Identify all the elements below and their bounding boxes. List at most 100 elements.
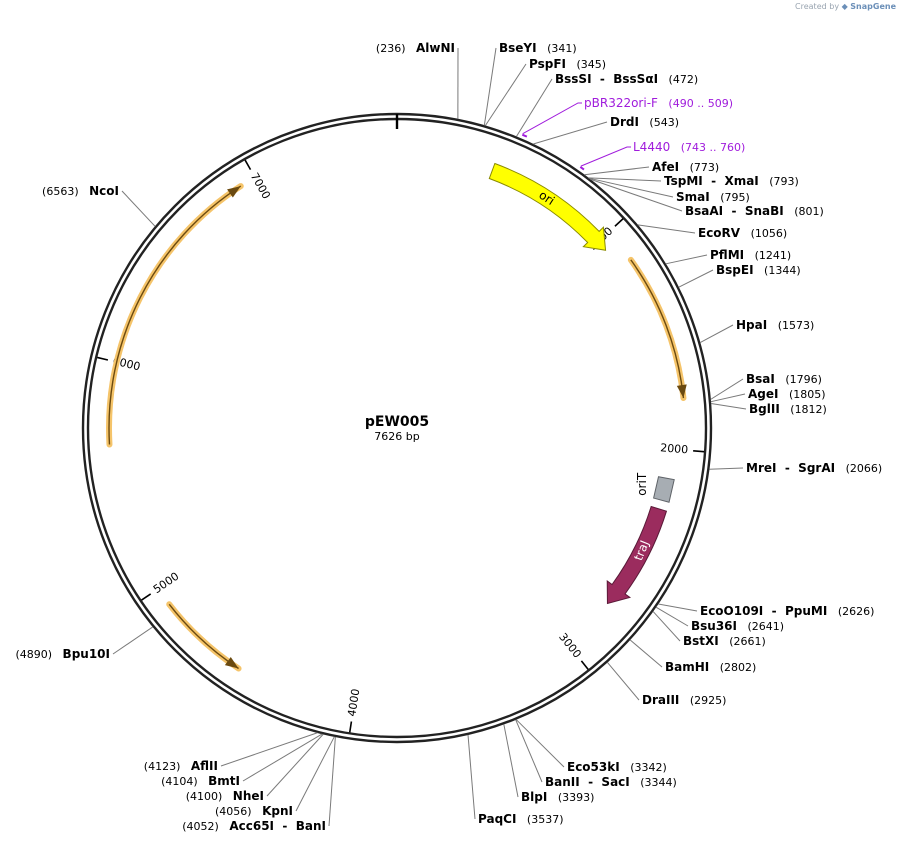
orf-arrowhead-2 bbox=[227, 186, 241, 198]
enzyme-name: - bbox=[580, 775, 602, 789]
enzyme-name: BseYI bbox=[499, 41, 537, 55]
site-position: (801) bbox=[784, 205, 824, 218]
enzyme-name: - bbox=[592, 72, 614, 86]
site-position: (1812) bbox=[780, 403, 827, 416]
enzyme-name: BspEI bbox=[716, 263, 754, 277]
site-position: (4056) bbox=[215, 805, 262, 818]
tick-mark-6000 bbox=[97, 356, 109, 361]
tick-mark-2000 bbox=[693, 450, 705, 453]
site-label-bglii: BglII (1812) bbox=[749, 402, 827, 416]
site-position: (6563) bbox=[42, 185, 89, 198]
leader-aflii bbox=[220, 732, 318, 767]
site-label-ecorv: EcoRV (1056) bbox=[698, 226, 787, 240]
site-label-pspfi: PspFI (345) bbox=[529, 57, 606, 71]
site-label-drdi: DrdI (543) bbox=[610, 115, 679, 129]
enzyme-name: BanI bbox=[296, 819, 326, 833]
primer-name: L4440 bbox=[633, 140, 670, 154]
plasmid-name: pEW005 bbox=[365, 414, 429, 430]
snapgene-logo-icon: ◆ bbox=[841, 2, 848, 11]
leader-bamhi bbox=[629, 639, 663, 668]
site-position: (2925) bbox=[679, 694, 726, 707]
enzyme-name: - bbox=[703, 174, 725, 188]
site-label-bpu10i: (4890) Bpu10I bbox=[15, 647, 110, 661]
leader-pspfi bbox=[484, 63, 527, 126]
orf-1 bbox=[166, 601, 242, 672]
enzyme-name: SmaI bbox=[676, 190, 710, 204]
primer-label-l4440: L4440 (743 .. 760) bbox=[633, 140, 745, 154]
site-label-bamhi: BamHI (2802) bbox=[665, 660, 756, 674]
tick-mark-7000 bbox=[244, 159, 252, 171]
primer-labels: pBR322ori-F (490 .. 509)L4440 (743 .. 76… bbox=[521, 96, 745, 171]
leader-draiii bbox=[607, 662, 640, 701]
leader-bpu10i bbox=[112, 626, 154, 655]
tick-label-2000: 2000 bbox=[660, 441, 689, 456]
enzyme-name: BamHI bbox=[665, 660, 709, 674]
leader-bsaai-snabi bbox=[589, 178, 683, 212]
site-position: (2661) bbox=[719, 635, 766, 648]
leader-agei bbox=[710, 393, 746, 403]
primer-leader-pbr322ori-f bbox=[522, 102, 582, 135]
leader-acc65i-bani bbox=[328, 736, 336, 827]
site-label-nhei: (4100) NheI bbox=[186, 789, 264, 803]
leader-bsu36i bbox=[655, 606, 689, 627]
site-position: (1241) bbox=[744, 249, 791, 262]
leader-nhei bbox=[266, 733, 324, 797]
enzyme-name: Bpu10I bbox=[63, 647, 110, 661]
leader-tspmi-xmai bbox=[588, 177, 662, 182]
tick-mark-3000 bbox=[580, 660, 589, 670]
enzyme-name: DrdI bbox=[610, 115, 639, 129]
enzyme-name: SnaBI bbox=[745, 204, 784, 218]
leader-drdi bbox=[533, 121, 608, 145]
site-label-alwni: (236) AlwNI bbox=[376, 41, 455, 55]
site-position: (3344) bbox=[630, 776, 677, 789]
site-position: (1344) bbox=[754, 264, 801, 277]
site-position: (4890) bbox=[15, 648, 62, 661]
orf-arrows bbox=[106, 183, 687, 672]
tick-label-7000: 7000 bbox=[248, 171, 273, 202]
site-label-hpai: HpaI (1573) bbox=[736, 318, 814, 332]
enzyme-name: EcoRV bbox=[698, 226, 741, 240]
site-leader-lines bbox=[112, 47, 747, 827]
site-position: (543) bbox=[639, 116, 679, 129]
enzyme-name: - bbox=[763, 604, 785, 618]
feature-traj bbox=[606, 505, 668, 605]
site-position: (4123) bbox=[144, 760, 191, 773]
enzyme-name: Bsu36I bbox=[691, 619, 737, 633]
site-label-kpni: (4056) KpnI bbox=[215, 804, 293, 818]
enzyme-name: BsaAI bbox=[685, 204, 723, 218]
site-label-afei: AfeI (773) bbox=[652, 160, 719, 174]
plasmid-size: 7626 bp bbox=[374, 430, 419, 443]
site-label-smai: SmaI (795) bbox=[676, 190, 750, 204]
enzyme-name: - bbox=[776, 461, 798, 475]
site-position: (1805) bbox=[778, 388, 825, 401]
site-position: (472) bbox=[658, 73, 698, 86]
enzyme-name: BstXI bbox=[683, 634, 719, 648]
feature-orit-label: oriT bbox=[635, 472, 649, 496]
site-position: (4052) bbox=[182, 820, 229, 833]
leader-hpai bbox=[699, 324, 734, 343]
leader-blpi bbox=[503, 724, 519, 798]
leader-bseyi bbox=[483, 47, 497, 126]
enzyme-name: TspMI bbox=[664, 174, 703, 188]
enzyme-name: BssSI bbox=[555, 72, 592, 86]
leader-bmti bbox=[242, 733, 323, 782]
site-position: (3537) bbox=[516, 813, 563, 826]
leader-mrei-sgrai bbox=[709, 467, 744, 470]
site-label-bmti: (4104) BmtI bbox=[161, 774, 240, 788]
enzyme-name: NcoI bbox=[89, 184, 119, 198]
enzyme-name: EcoO109I bbox=[700, 604, 763, 618]
site-position: (2802) bbox=[709, 661, 756, 674]
site-label-paqci: PaqCI (3537) bbox=[478, 812, 564, 826]
primer-leader-l4440 bbox=[580, 146, 631, 167]
watermark-prefix: Created by bbox=[795, 2, 840, 11]
enzyme-name: PpuMI bbox=[785, 604, 827, 618]
site-label-blpi: BlpI (3393) bbox=[521, 790, 594, 804]
primer-mark-pbr322ori-f bbox=[521, 133, 528, 138]
site-position: (1796) bbox=[775, 373, 822, 386]
enzyme-name: AgeI bbox=[748, 387, 778, 401]
site-label-bsaai-snabi: BsaAI - SnaBI (801) bbox=[685, 204, 824, 218]
site-label-bsu36i: Bsu36I (2641) bbox=[691, 619, 784, 633]
site-position: (3342) bbox=[620, 761, 667, 774]
plasmid-backbone bbox=[81, 112, 713, 744]
